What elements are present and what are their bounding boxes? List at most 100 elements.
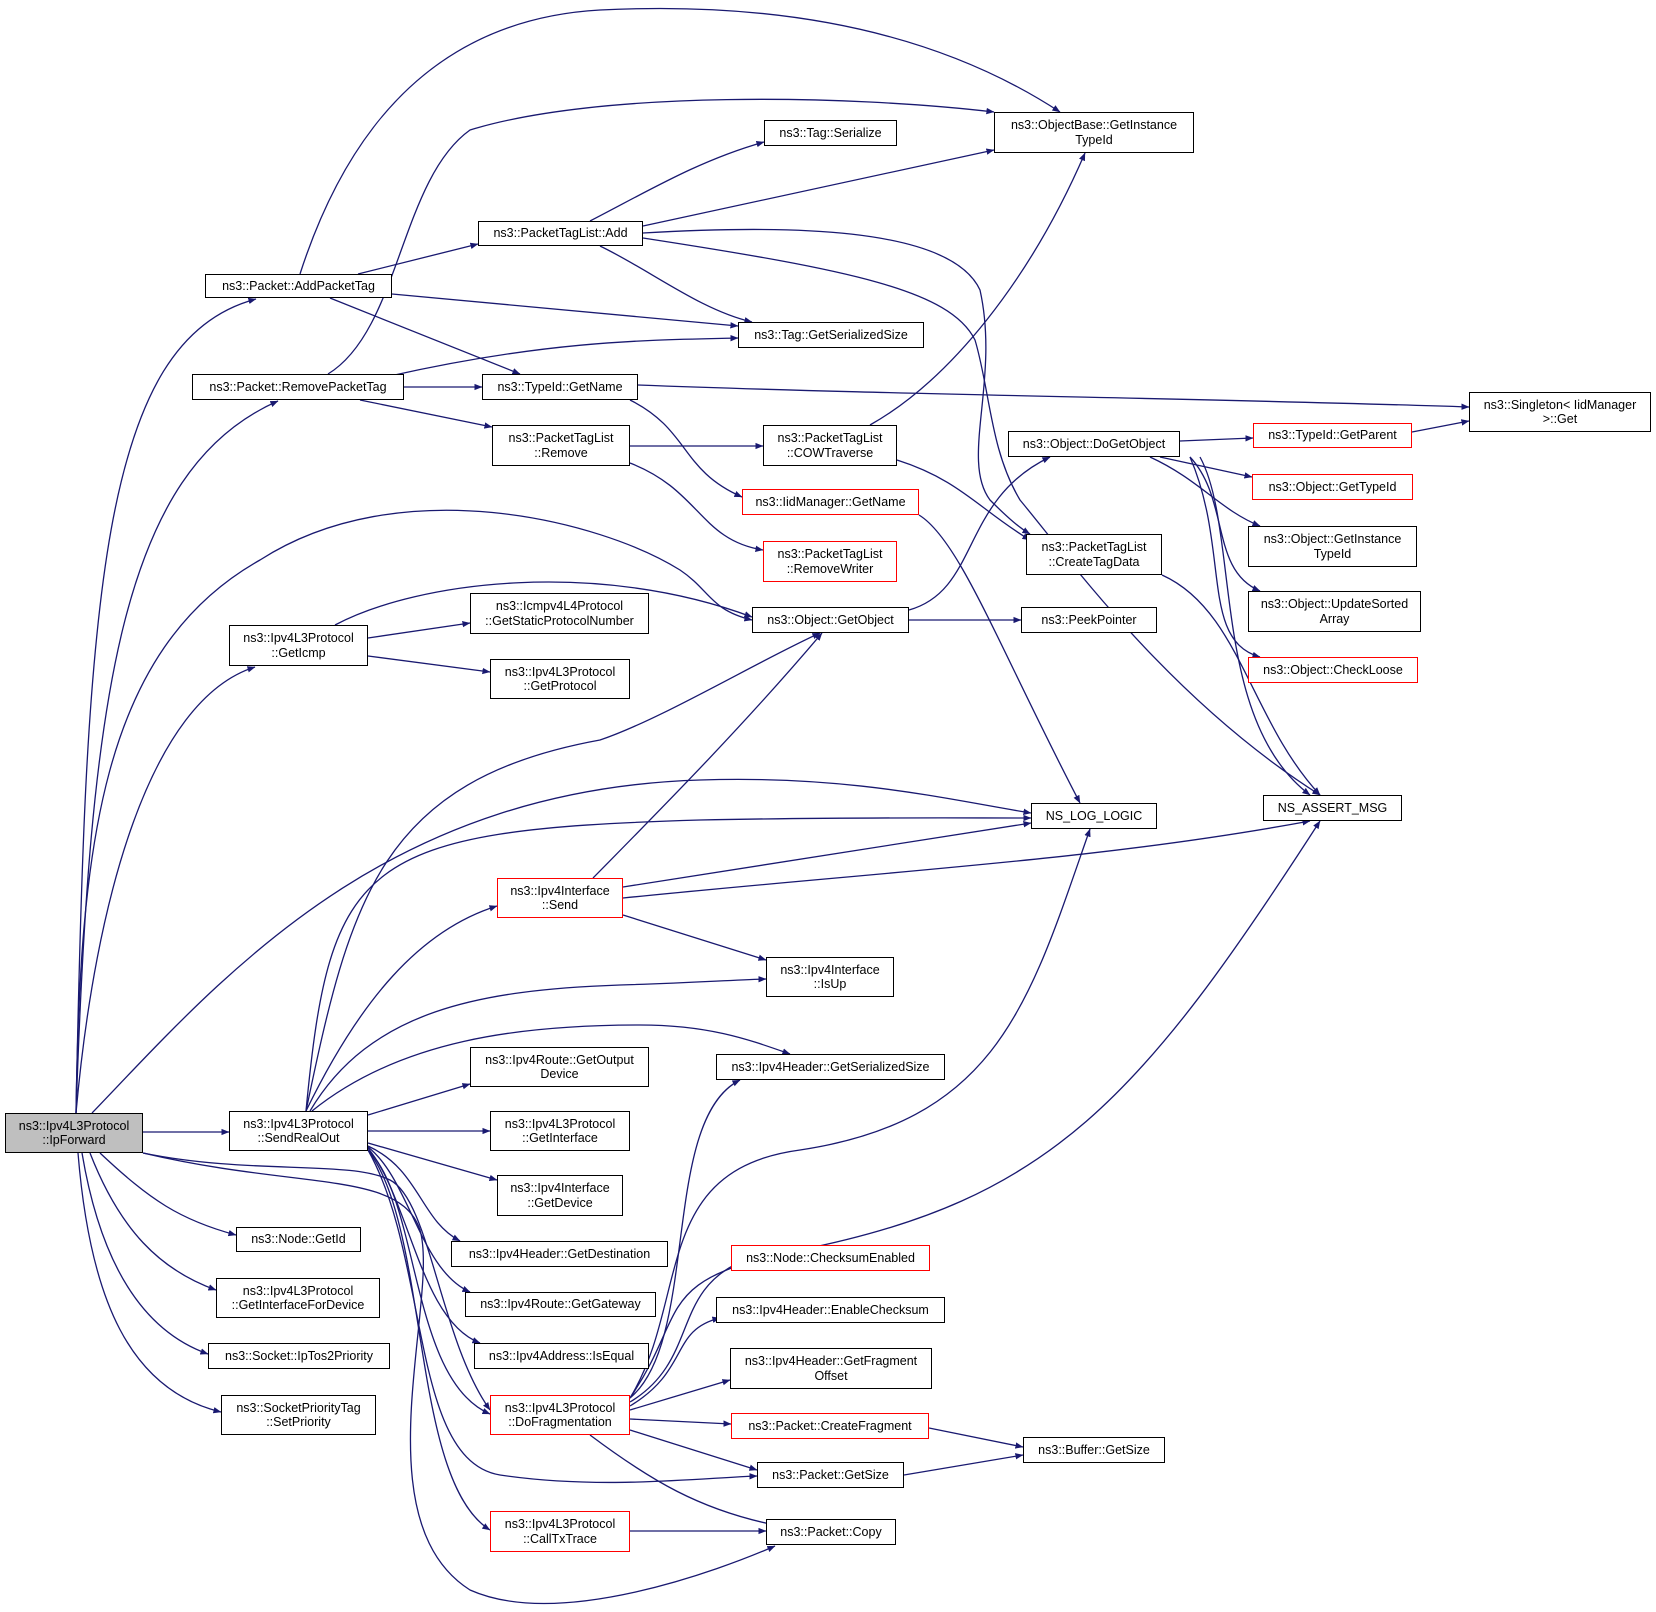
node-interface-is-up[interactable]: ns3::Ipv4Interface ::IsUp [766, 957, 894, 997]
node-get-fragment-offset[interactable]: ns3::Ipv4Header::GetFragment Offset [730, 1348, 932, 1389]
node-packet-copy[interactable]: ns3::Packet::Copy [766, 1519, 896, 1545]
node-do-fragmentation[interactable]: ns3::Ipv4L3Protocol ::DoFragmentation [490, 1395, 630, 1435]
node-enable-checksum[interactable]: ns3::Ipv4Header::EnableChecksum [716, 1297, 945, 1323]
node-ipv4-interface-send[interactable]: ns3::Ipv4Interface ::Send [497, 878, 623, 918]
node-tag-serialize[interactable]: ns3::Tag::Serialize [764, 120, 897, 146]
node-packet-tag-list-remove-line1: ns3::PacketTagList [508, 431, 614, 445]
edge-remove-packet-tag-to-packet-tag-list-remove [359, 399, 493, 429]
edge-iid-manager-get-name-to-ns-log-logic [918, 514, 1081, 804]
edge-root-to-node-get-id [99, 1152, 237, 1237]
node-object-check-loose[interactable]: ns3::Object::CheckLoose [1248, 657, 1418, 683]
edge-send-real-out-to-route-output-device [367, 1083, 471, 1116]
node-typeid-get-parent[interactable]: ns3::TypeId::GetParent [1253, 423, 1412, 448]
edge-ptl-add-to-ns-assert-msg [642, 237, 1321, 796]
node-remove-packet-tag[interactable]: ns3::Packet::RemovePacketTag [192, 374, 404, 400]
node-tag-get-serialized-size[interactable]: ns3::Tag::GetSerializedSize [738, 322, 924, 348]
edge-do-fragmentation-to-get-fragment-offset [629, 1379, 731, 1411]
node-get-static-protocol-number-line2: ::GetStaticProtocolNumber [485, 613, 634, 628]
edge-do-fragmentation-to-packet-get-size [629, 1429, 758, 1471]
edge-interface-send-to-get-object [592, 632, 823, 879]
node-remove-writer[interactable]: ns3::PacketTagList ::RemoveWriter [763, 541, 897, 582]
node-root-line1: ns3::Ipv4L3Protocol [18, 1118, 130, 1133]
node-call-tx-trace[interactable]: ns3::Ipv4L3Protocol ::CallTxTrace [490, 1511, 630, 1552]
node-address-is-equal-label: ns3::Ipv4Address::IsEqual [488, 1348, 635, 1363]
node-cow-traverse[interactable]: ns3::PacketTagList ::COWTraverse [763, 425, 897, 466]
edge-remove-packet-tag-to-tag-serialized-size [389, 334, 739, 377]
edge-send-real-out-to-do-fragmentation [367, 1149, 491, 1415]
node-iid-manager-get-name-label: ns3::IidManager::GetName [755, 494, 906, 509]
edge-typeid-get-name-to-singleton [637, 384, 1470, 410]
node-remove-writer-line1: ns3::PacketTagList [777, 547, 883, 561]
node-ip-tos2-priority[interactable]: ns3::Socket::IpTos2Priority [208, 1343, 390, 1369]
node-ns-log-logic-label: NS_LOG_LOGIC [1045, 808, 1143, 823]
node-set-priority-line1: ns3::SocketPriorityTag [236, 1400, 361, 1415]
node-ns-log-logic[interactable]: NS_LOG_LOGIC [1031, 803, 1157, 829]
edge-ptl-add-to-tag-serialized-size [599, 245, 753, 324]
edge-ptl-remove-to-remove-writer [629, 462, 764, 552]
node-tag-serialize-label: ns3::Tag::Serialize [779, 125, 882, 140]
edge-get-icmp-to-get-protocol [367, 655, 491, 675]
node-add-packet-tag[interactable]: ns3::Packet::AddPacketTag [205, 274, 392, 298]
node-interface-get-device-line1: ns3::Ipv4Interface [510, 1181, 610, 1195]
edge-interface-send-to-ns-assert-msg [622, 819, 1311, 899]
node-set-priority[interactable]: ns3::SocketPriorityTag ::SetPriority [221, 1395, 376, 1435]
node-get-icmp[interactable]: ns3::Ipv4L3Protocol ::GetIcmp [229, 625, 368, 666]
node-buffer-get-size[interactable]: ns3::Buffer::GetSize [1023, 1437, 1165, 1463]
node-create-fragment[interactable]: ns3::Packet::CreateFragment [731, 1413, 929, 1439]
node-object-get-instance-typeid[interactable]: ns3::Object::GetInstance TypeId [1248, 526, 1417, 567]
node-objectbase-get-instance-typeid[interactable]: ns3::ObjectBase::GetInstance TypeId [994, 112, 1194, 153]
node-object-do-get-object[interactable]: ns3::Object::DoGetObject [1008, 431, 1180, 457]
node-node-get-id-label: ns3::Node::GetId [251, 1232, 346, 1247]
node-create-tag-data[interactable]: ns3::PacketTagList ::CreateTagData [1026, 534, 1162, 575]
node-update-sorted-array[interactable]: ns3::Object::UpdateSorted Array [1248, 591, 1421, 632]
edge-send-real-out-to-header-get-destination [367, 1145, 461, 1242]
node-send-real-out[interactable]: ns3::Ipv4L3Protocol ::SendRealOut [229, 1111, 368, 1151]
node-node-get-id[interactable]: ns3::Node::GetId [236, 1227, 361, 1252]
node-enable-checksum-label: ns3::Ipv4Header::EnableChecksum [732, 1302, 929, 1317]
node-singleton-iidmanager-get[interactable]: ns3::Singleton< IidManager >::Get [1469, 392, 1651, 432]
node-root: ns3::Ipv4L3Protocol ::IpForward [5, 1113, 143, 1153]
node-ipv4-interface-send-line2: ::Send [541, 898, 579, 912]
node-get-protocol[interactable]: ns3::Ipv4L3Protocol ::GetProtocol [490, 659, 630, 699]
node-address-is-equal[interactable]: ns3::Ipv4Address::IsEqual [474, 1343, 649, 1369]
edge-do-fragmentation-to-ns-log-logic [629, 828, 1091, 1399]
node-packet-tag-list-add[interactable]: ns3::PacketTagList::Add [478, 221, 643, 246]
node-packet-tag-list-remove[interactable]: ns3::PacketTagList ::Remove [492, 425, 630, 466]
edge-root-to-get-object-long [75, 509, 753, 1114]
node-get-interface[interactable]: ns3::Ipv4L3Protocol ::GetInterface [490, 1111, 630, 1151]
node-get-interface-for-device[interactable]: ns3::Ipv4L3Protocol ::GetInterfaceForDev… [216, 1278, 380, 1318]
node-do-fragmentation-line1: ns3::Ipv4L3Protocol [504, 1400, 616, 1415]
node-packet-copy-label: ns3::Packet::Copy [780, 1524, 882, 1539]
node-get-static-protocol-number[interactable]: ns3::Icmpv4L4Protocol ::GetStaticProtoco… [470, 593, 649, 634]
edge-send-real-out-to-get-object [305, 632, 821, 1112]
node-object-get-object[interactable]: ns3::Object::GetObject [752, 607, 909, 633]
node-packet-tag-list-add-label: ns3::PacketTagList::Add [493, 226, 628, 241]
node-route-get-output-device[interactable]: ns3::Ipv4Route::GetOutput Device [470, 1047, 649, 1087]
node-type-id-get-name[interactable]: ns3::TypeId::GetName [482, 374, 638, 400]
node-checksum-enabled[interactable]: ns3::Node::ChecksumEnabled [731, 1245, 930, 1271]
node-remove-writer-line2: ::RemoveWriter [786, 561, 874, 576]
edge-do-get-object-to-check-loose [1189, 456, 1261, 658]
node-interface-get-device[interactable]: ns3::Ipv4Interface ::GetDevice [497, 1175, 623, 1216]
node-create-tag-data-line1: ns3::PacketTagList [1041, 540, 1147, 554]
node-get-interface-for-device-line1: ns3::Ipv4L3Protocol [242, 1283, 354, 1298]
node-object-get-instance-typeid-line1: ns3::Object::GetInstance [1263, 532, 1402, 546]
edge-do-get-object-to-object-get-typeid [1159, 456, 1253, 479]
node-packet-get-size[interactable]: ns3::Packet::GetSize [757, 1462, 904, 1488]
node-object-get-instance-typeid-line2: TypeId [1313, 546, 1352, 561]
node-header-get-serialized-size[interactable]: ns3::Ipv4Header::GetSerializedSize [716, 1054, 945, 1080]
edge-do-get-object-to-typeid-get-parent [1179, 435, 1254, 442]
node-peek-pointer[interactable]: ns3::PeekPointer [1021, 607, 1157, 633]
node-packet-tag-list-remove-line2: ::Remove [534, 445, 588, 460]
node-get-static-protocol-number-line1: ns3::Icmpv4L4Protocol [495, 599, 624, 613]
node-header-get-destination[interactable]: ns3::Ipv4Header::GetDestination [451, 1241, 668, 1267]
node-route-get-gateway[interactable]: ns3::Ipv4Route::GetGateway [465, 1292, 656, 1317]
edge-do-fragmentation-to-packet-copy [589, 1434, 776, 1527]
node-root-line2: ::IpForward [42, 1133, 106, 1147]
node-singleton-iidmanager-get-line2: >::Get [1542, 412, 1578, 426]
node-iid-manager-get-name[interactable]: ns3::IidManager::GetName [742, 489, 919, 515]
node-object-get-typeid[interactable]: ns3::Object::GetTypeId [1252, 474, 1413, 500]
edge-typeid-get-parent-to-singleton [1411, 419, 1470, 433]
node-route-get-output-device-line1: ns3::Ipv4Route::GetOutput [485, 1052, 634, 1067]
node-ns-assert-msg[interactable]: NS_ASSERT_MSG [1263, 795, 1402, 821]
